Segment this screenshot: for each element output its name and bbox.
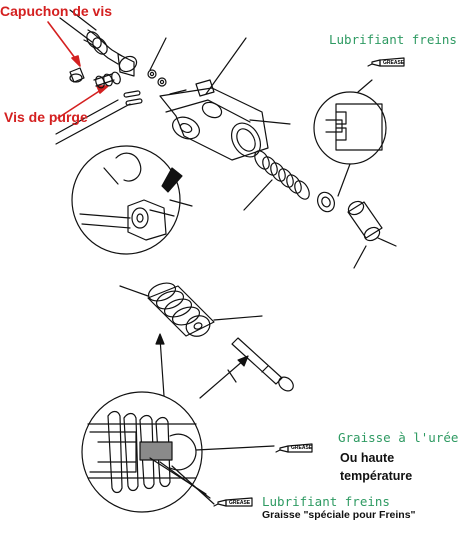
label-bleed-screw: Vis de purge: [4, 109, 88, 125]
grease-tube-bottom-text: GREASE: [229, 500, 251, 506]
grease-tube-middle-text: GREASE: [291, 445, 313, 451]
grease-tube-top-text: GREASE: [383, 60, 405, 66]
label-brake-lubricant-top: Lubrifiant freins: [329, 32, 457, 47]
arrows-to-bottom-detail: [156, 334, 248, 398]
push-rod: [228, 338, 296, 394]
label-special-brake-grease: Graisse "spéciale pour Freins": [262, 509, 416, 521]
piston-assembly: [120, 280, 262, 340]
seal-detail-circle: [314, 80, 386, 196]
grease-tube-top: [368, 58, 404, 66]
label-temperature: température: [340, 469, 413, 483]
hose-and-bleeder: [56, 10, 166, 144]
red-callout-arrows: [48, 22, 108, 118]
piston-and-seal: [315, 190, 396, 268]
label-or-high: Ou haute: [340, 451, 395, 465]
cylinder-body: [160, 38, 290, 162]
label-brake-lubricant-bottom: Lubrifiant freins: [262, 494, 390, 509]
grease-tube-middle: [276, 444, 312, 452]
label-screw-cap: Capuchon de vis: [0, 3, 113, 19]
return-spring: [244, 148, 312, 210]
piston-detail-circle: [82, 392, 274, 512]
bleeder-detail-circle: [72, 146, 192, 254]
grease-tube-bottom: [214, 498, 252, 506]
label-urea-grease: Graisse à l'urée: [338, 430, 459, 445]
